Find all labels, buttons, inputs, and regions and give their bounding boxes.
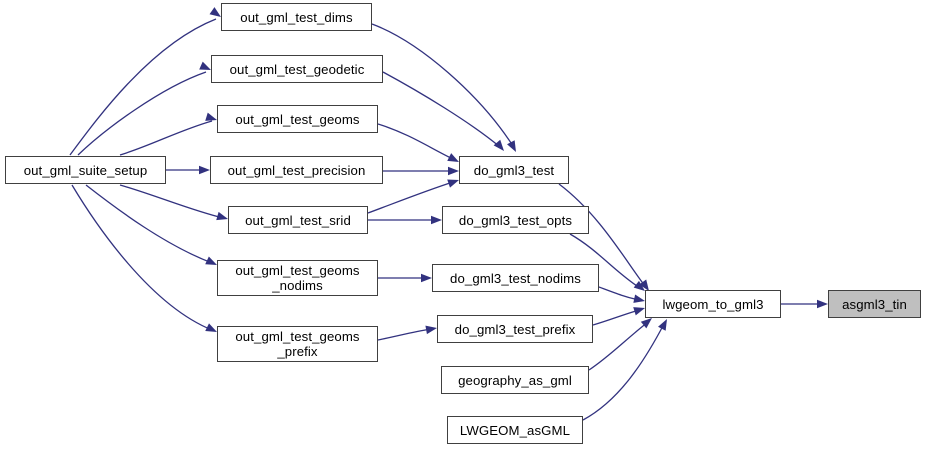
edge-suite-setup-to-srid (119, 184, 224, 219)
edge-suite-setup-to-geoms-nodims (85, 184, 213, 264)
graph-node-out_gml_suite_setup[interactable]: out_gml_suite_setup (5, 156, 166, 184)
arrowhead-prefix-to-do-gml3-prefix (425, 325, 437, 335)
edge-suite-setup-to-geoms (119, 120, 213, 156)
graph-node-out_gml_test_geoms_nodims[interactable]: out_gml_test_geoms _nodims (217, 260, 378, 296)
arrowhead-suite-setup-to-precision (199, 165, 210, 175)
graph-node-do_gml3_test_opts[interactable]: do_gml3_test_opts (442, 206, 589, 234)
arrowhead-geodetic-to-do-gml3-test (493, 139, 504, 151)
graph-node-LWGEOM_asGML[interactable]: LWGEOM_asGML (447, 416, 583, 444)
graph-node-geography_as_gml[interactable]: geography_as_gml (441, 366, 589, 394)
arrowhead-do-gml3-nodims-to-lwgeom (633, 294, 645, 303)
graph-node-out_gml_test_precision[interactable]: out_gml_test_precision (210, 156, 383, 184)
graph-node-do_gml3_test_prefix[interactable]: do_gml3_test_prefix (437, 315, 593, 343)
graph-node-out_gml_test_geoms_prefix[interactable]: out_gml_test_geoms _prefix (217, 326, 378, 362)
graph-node-out_gml_test_geoms[interactable]: out_gml_test_geoms (217, 105, 378, 133)
edge-suite-setup-to-dims (69, 18, 217, 156)
graph-node-out_gml_test_geodetic[interactable]: out_gml_test_geodetic (211, 55, 383, 83)
arrowhead-srid-to-do-gml3-opts (431, 215, 442, 225)
edge-do-gml3-prefix-to-lwgeom (592, 309, 640, 326)
edge-srid-to-do-gml3-test (367, 181, 454, 214)
arrowhead-dims-to-do-gml3-test (507, 140, 516, 152)
arrowhead-nodims-to-do-gml3-nodims (421, 273, 432, 283)
edge-prefix-to-do-gml3-prefix (377, 328, 432, 341)
arrowhead-lwgeom-to-asgml3-tin (817, 299, 828, 309)
arrowhead-precision-to-do-gml3-test (448, 166, 459, 176)
graph-node-do_gml3_test[interactable]: do_gml3_test (459, 156, 569, 184)
graph-node-out_gml_test_srid[interactable]: out_gml_test_srid (228, 206, 368, 234)
edge-geography-as-gml-to-lwgeom (588, 321, 649, 371)
graph-node-asgml3_tin[interactable]: asgml3_tin (828, 290, 921, 318)
edge-suite-setup-to-geoms-prefix (71, 184, 213, 331)
graph-node-do_gml3_test_nodims[interactable]: do_gml3_test_nodims (432, 264, 599, 292)
edge-geodetic-to-do-gml3-test (382, 71, 501, 148)
edge-lwgeom-asgml-to-lwgeom (582, 323, 665, 421)
graph-node-lwgeom_to_gml3[interactable]: lwgeom_to_gml3 (645, 290, 781, 318)
edge-suite-setup-to-geodetic (77, 71, 207, 156)
edge-dims-to-do-gml3-test (371, 23, 514, 147)
edge-do-gml3-nodims-to-lwgeom (598, 286, 640, 301)
edge-geoms-to-do-gml3-test (377, 123, 454, 160)
arrowhead-lwgeom-asgml-to-lwgeom (658, 319, 667, 331)
graph-node-out_gml_test_dims[interactable]: out_gml_test_dims (221, 3, 372, 31)
